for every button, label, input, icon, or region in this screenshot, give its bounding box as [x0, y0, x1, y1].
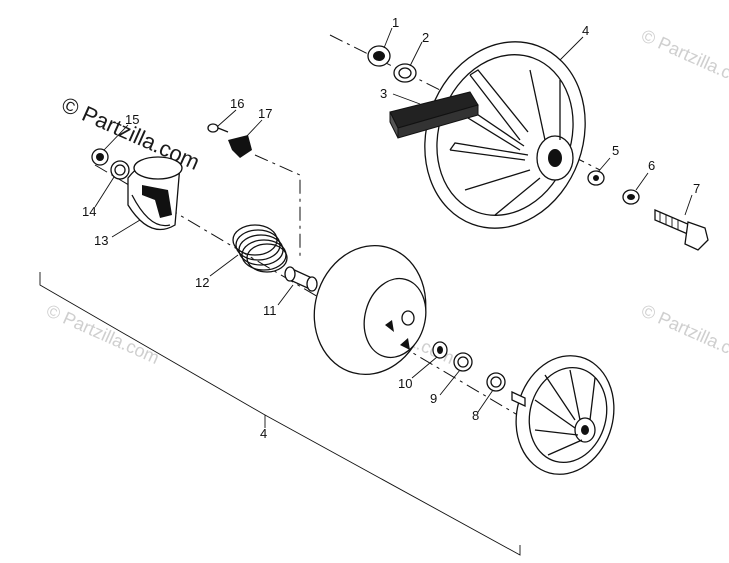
- callout-5: 5: [612, 143, 619, 158]
- callout-6: 6: [648, 158, 655, 173]
- callout-10: 10: [398, 376, 412, 391]
- callout-2: 2: [422, 30, 429, 45]
- assembly-bracket: [39, 272, 521, 556]
- watermark-main: © Partzilla.com: [58, 92, 204, 175]
- movable-sheave: [313, 244, 427, 376]
- washer-9: [453, 352, 473, 372]
- washer-10: [432, 341, 448, 359]
- washer-top-1: [367, 45, 391, 67]
- callout-16: 16: [230, 96, 244, 111]
- spring-12: [232, 224, 288, 273]
- watermark-mid-right: © Partzilla.com: [638, 300, 729, 368]
- callout-4-top: 4: [582, 23, 589, 38]
- screw-16: [207, 123, 229, 133]
- watermark-mid-left: © Partzilla.com: [43, 300, 162, 368]
- callout-14: 14: [82, 204, 96, 219]
- weight-17: [228, 135, 252, 158]
- callout-11: 11: [263, 303, 277, 318]
- washer-5: [587, 170, 605, 186]
- callout-17: 17: [258, 106, 272, 121]
- washer-top-2: [393, 63, 417, 83]
- callout-8: 8: [472, 408, 479, 423]
- bolt-7: [654, 209, 709, 251]
- callout-3: 3: [380, 86, 387, 101]
- callout-12: 12: [195, 275, 209, 290]
- bushing-11: [284, 266, 318, 292]
- snap-ring-15: [91, 148, 109, 166]
- watermark-top-right: © Partzilla.com: [638, 25, 729, 93]
- leader-lines: [94, 27, 693, 413]
- callout-4-bracket: 4: [260, 426, 267, 441]
- callout-9: 9: [430, 391, 437, 406]
- lock-washer-6: [622, 189, 640, 205]
- washer-14: [110, 160, 130, 180]
- callout-1: 1: [392, 15, 399, 30]
- stationary-sheave-top: [424, 41, 586, 229]
- callout-labels: 1 2 3 4 5 6 7 8 9 10 11 12 13 14 15 16 1…: [82, 15, 700, 441]
- drive-belt: [389, 91, 479, 139]
- fixed-sheave-bottom: [511, 355, 615, 475]
- callout-15: 15: [125, 112, 139, 127]
- cam-13: [127, 156, 183, 231]
- callout-13: 13: [94, 233, 108, 248]
- washer-8: [486, 372, 506, 392]
- callout-7: 7: [693, 181, 700, 196]
